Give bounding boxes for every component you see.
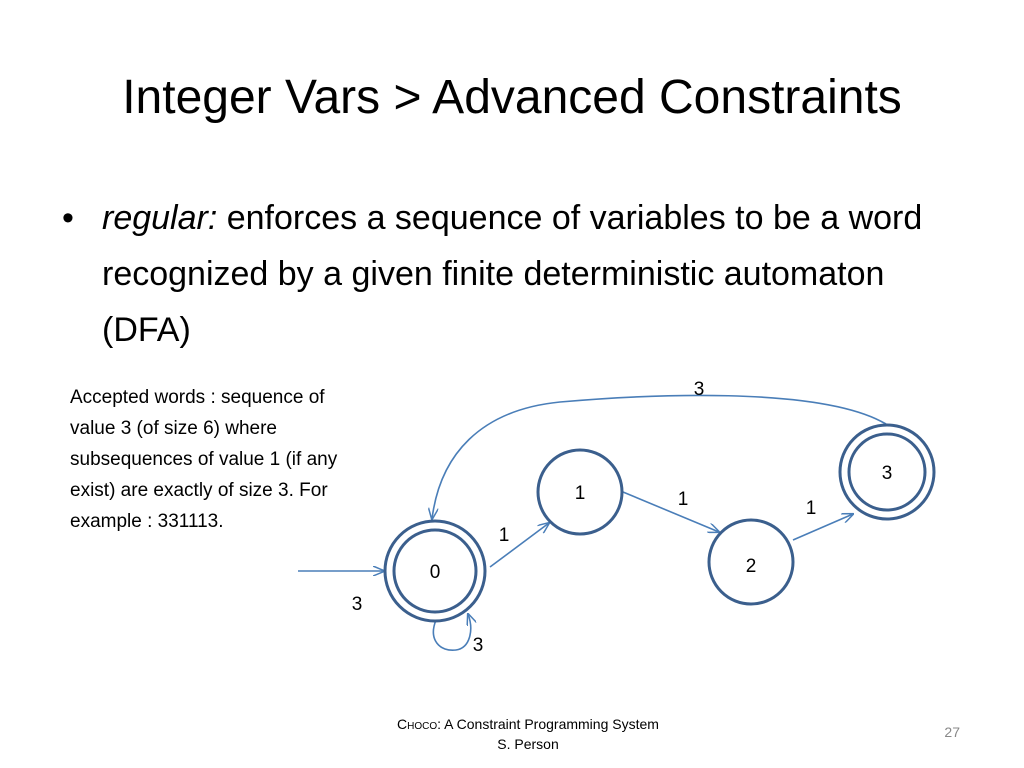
accepted-words-note: Accepted words : sequence of value 3 (of… (70, 387, 338, 532)
state-2: 2 (707, 518, 795, 606)
edge-1-to-2 (622, 491, 719, 532)
bullet-term: regular: (102, 199, 218, 237)
state-3: 3 (838, 423, 936, 521)
slide-title: Integer Vars > Advanced Constraints (122, 71, 902, 124)
edge-0-self-loop (432, 614, 470, 651)
footer-line-1: Choco: A Constraint Programming System (300, 714, 756, 734)
bullet-description: enforces a sequence of variables to be a… (102, 199, 923, 349)
state-1: 1 (536, 448, 624, 536)
initial-label: 3 (352, 594, 363, 615)
bullet-text: regular: enforces a sequence of variable… (102, 190, 942, 358)
self-loop-label: 3 (473, 635, 484, 656)
state-1-label: 1 (575, 483, 586, 504)
edge-0-to-1 (489, 523, 549, 568)
edge-2-to-3 (792, 514, 853, 541)
edge-3-to-0 (432, 394, 887, 519)
state-0-label: 0 (430, 562, 441, 583)
page-number: 27 (944, 724, 960, 740)
edge-0-to-1-label: 1 (499, 525, 510, 546)
state-0: 0 (383, 519, 487, 623)
footer-subtitle: : A Constraint Programming System (437, 716, 659, 732)
edge-1-to-2-label: 1 (678, 489, 689, 510)
edge-2-to-3-label: 1 (806, 498, 817, 519)
state-3-label: 3 (882, 463, 893, 484)
bullet-item: • regular: enforces a sequence of variab… (62, 190, 942, 358)
footer-system-name: Choco (397, 716, 438, 732)
footer: Choco: A Constraint Programming System S… (300, 714, 756, 754)
footer-author: S. Person (497, 736, 559, 752)
edge-3-to-0-label: 3 (694, 379, 705, 400)
state-2-label: 2 (746, 556, 757, 577)
bullet-dot: • (62, 199, 74, 237)
